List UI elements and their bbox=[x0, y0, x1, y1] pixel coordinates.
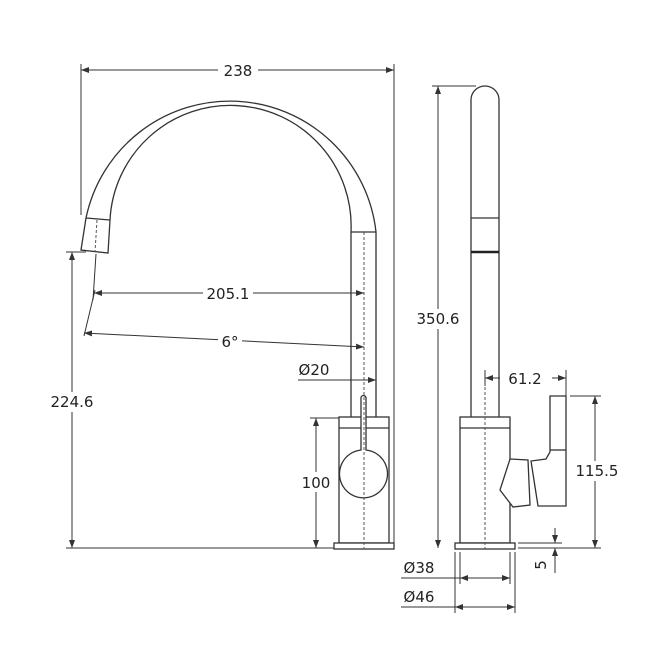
dim-label-lever-height: 115.5 bbox=[576, 462, 619, 480]
dim-label-reach: 205.1 bbox=[207, 285, 250, 303]
spout-gooseneck bbox=[80, 100, 377, 419]
dim-label-outlet-height: 224.6 bbox=[51, 393, 94, 411]
dim-label-angle: 6° bbox=[221, 333, 238, 351]
dim-label-total-height: 350.6 bbox=[417, 310, 460, 328]
side-view: 350.6 61.2 115.5 5 Ø38 Ø46 bbox=[401, 85, 620, 613]
side-lever-handle bbox=[530, 395, 567, 507]
dim-label-base-thickness: 5 bbox=[532, 560, 550, 570]
front-lever bbox=[338, 394, 389, 499]
side-lever-joint bbox=[499, 458, 531, 508]
extension-line bbox=[83, 289, 96, 337]
dim-label-base-dia: Ø46 bbox=[404, 588, 435, 606]
dim-label-body-dia: Ø38 bbox=[404, 559, 435, 577]
spout-outlet-band bbox=[85, 217, 111, 221]
dim-label-spout-dia: Ø20 bbox=[299, 361, 330, 379]
outlet-centerline bbox=[94, 219, 98, 253]
dim-label-body-height: 100 bbox=[302, 474, 331, 492]
front-view: 238 205.1 6° Ø20 224.6 100 bbox=[48, 60, 395, 550]
dim-label-lever-offset: 61.2 bbox=[508, 370, 541, 388]
extension-line bbox=[92, 253, 97, 301]
dim-label-width: 238 bbox=[224, 62, 253, 80]
